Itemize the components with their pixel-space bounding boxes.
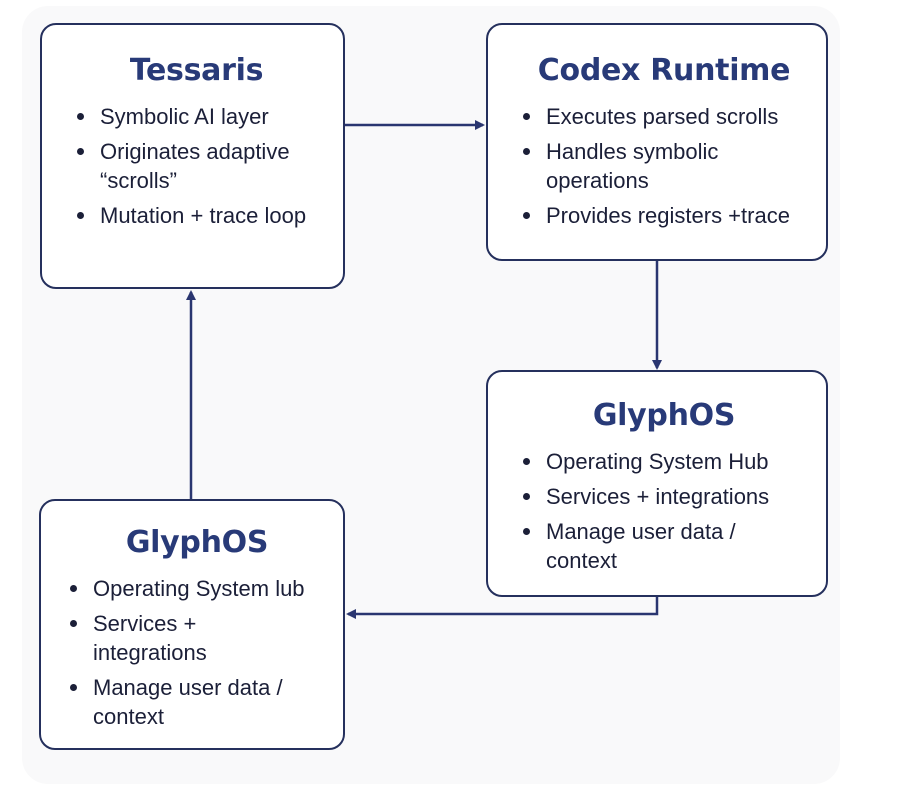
node-item-list: Operating System lub Services + integrat… [59,574,335,731]
node-glyphos-hub: GlyphOS Operating System Hub Services + … [486,370,828,597]
node-codex-runtime: Codex Runtime Executes parsed scrolls Ha… [486,23,828,261]
node-title: GlyphOS [592,398,736,433]
node-item: Executes parsed scrolls [512,102,816,131]
node-item: Services + integrations [59,609,253,667]
node-item: Operating System Hub [512,447,816,476]
node-tessaris: Tessaris Symbolic AI layer Originates ad… [40,23,345,289]
node-item: Services + integrations [512,482,816,511]
node-item-list: Symbolic AI layer Originates adaptive “s… [66,102,327,230]
node-item: Manage user data / context [59,673,313,731]
node-title: GlyphOS [125,525,269,560]
node-title: Codex Runtime [537,53,791,88]
node-title: Tessaris [129,53,264,88]
node-item-list: Executes parsed scrolls Handles symbolic… [512,102,816,230]
node-glyphos-lub: GlyphOS Operating System lub Services + … [39,499,345,750]
node-item: Mutation + trace loop [66,201,330,230]
node-item: Operating System lub [59,574,335,603]
arrow-glyphos-to-glyphos [346,597,659,619]
node-item: Provides registers +trace [512,201,816,230]
node-item: Manage user data / context [512,517,766,575]
node-item: Originates adaptive “scrolls” [66,137,330,195]
node-item: Symbolic AI layer [66,102,327,131]
node-item: Handles symbolic operations [512,137,756,195]
node-item-list: Operating System Hub Services + integrat… [512,447,816,575]
